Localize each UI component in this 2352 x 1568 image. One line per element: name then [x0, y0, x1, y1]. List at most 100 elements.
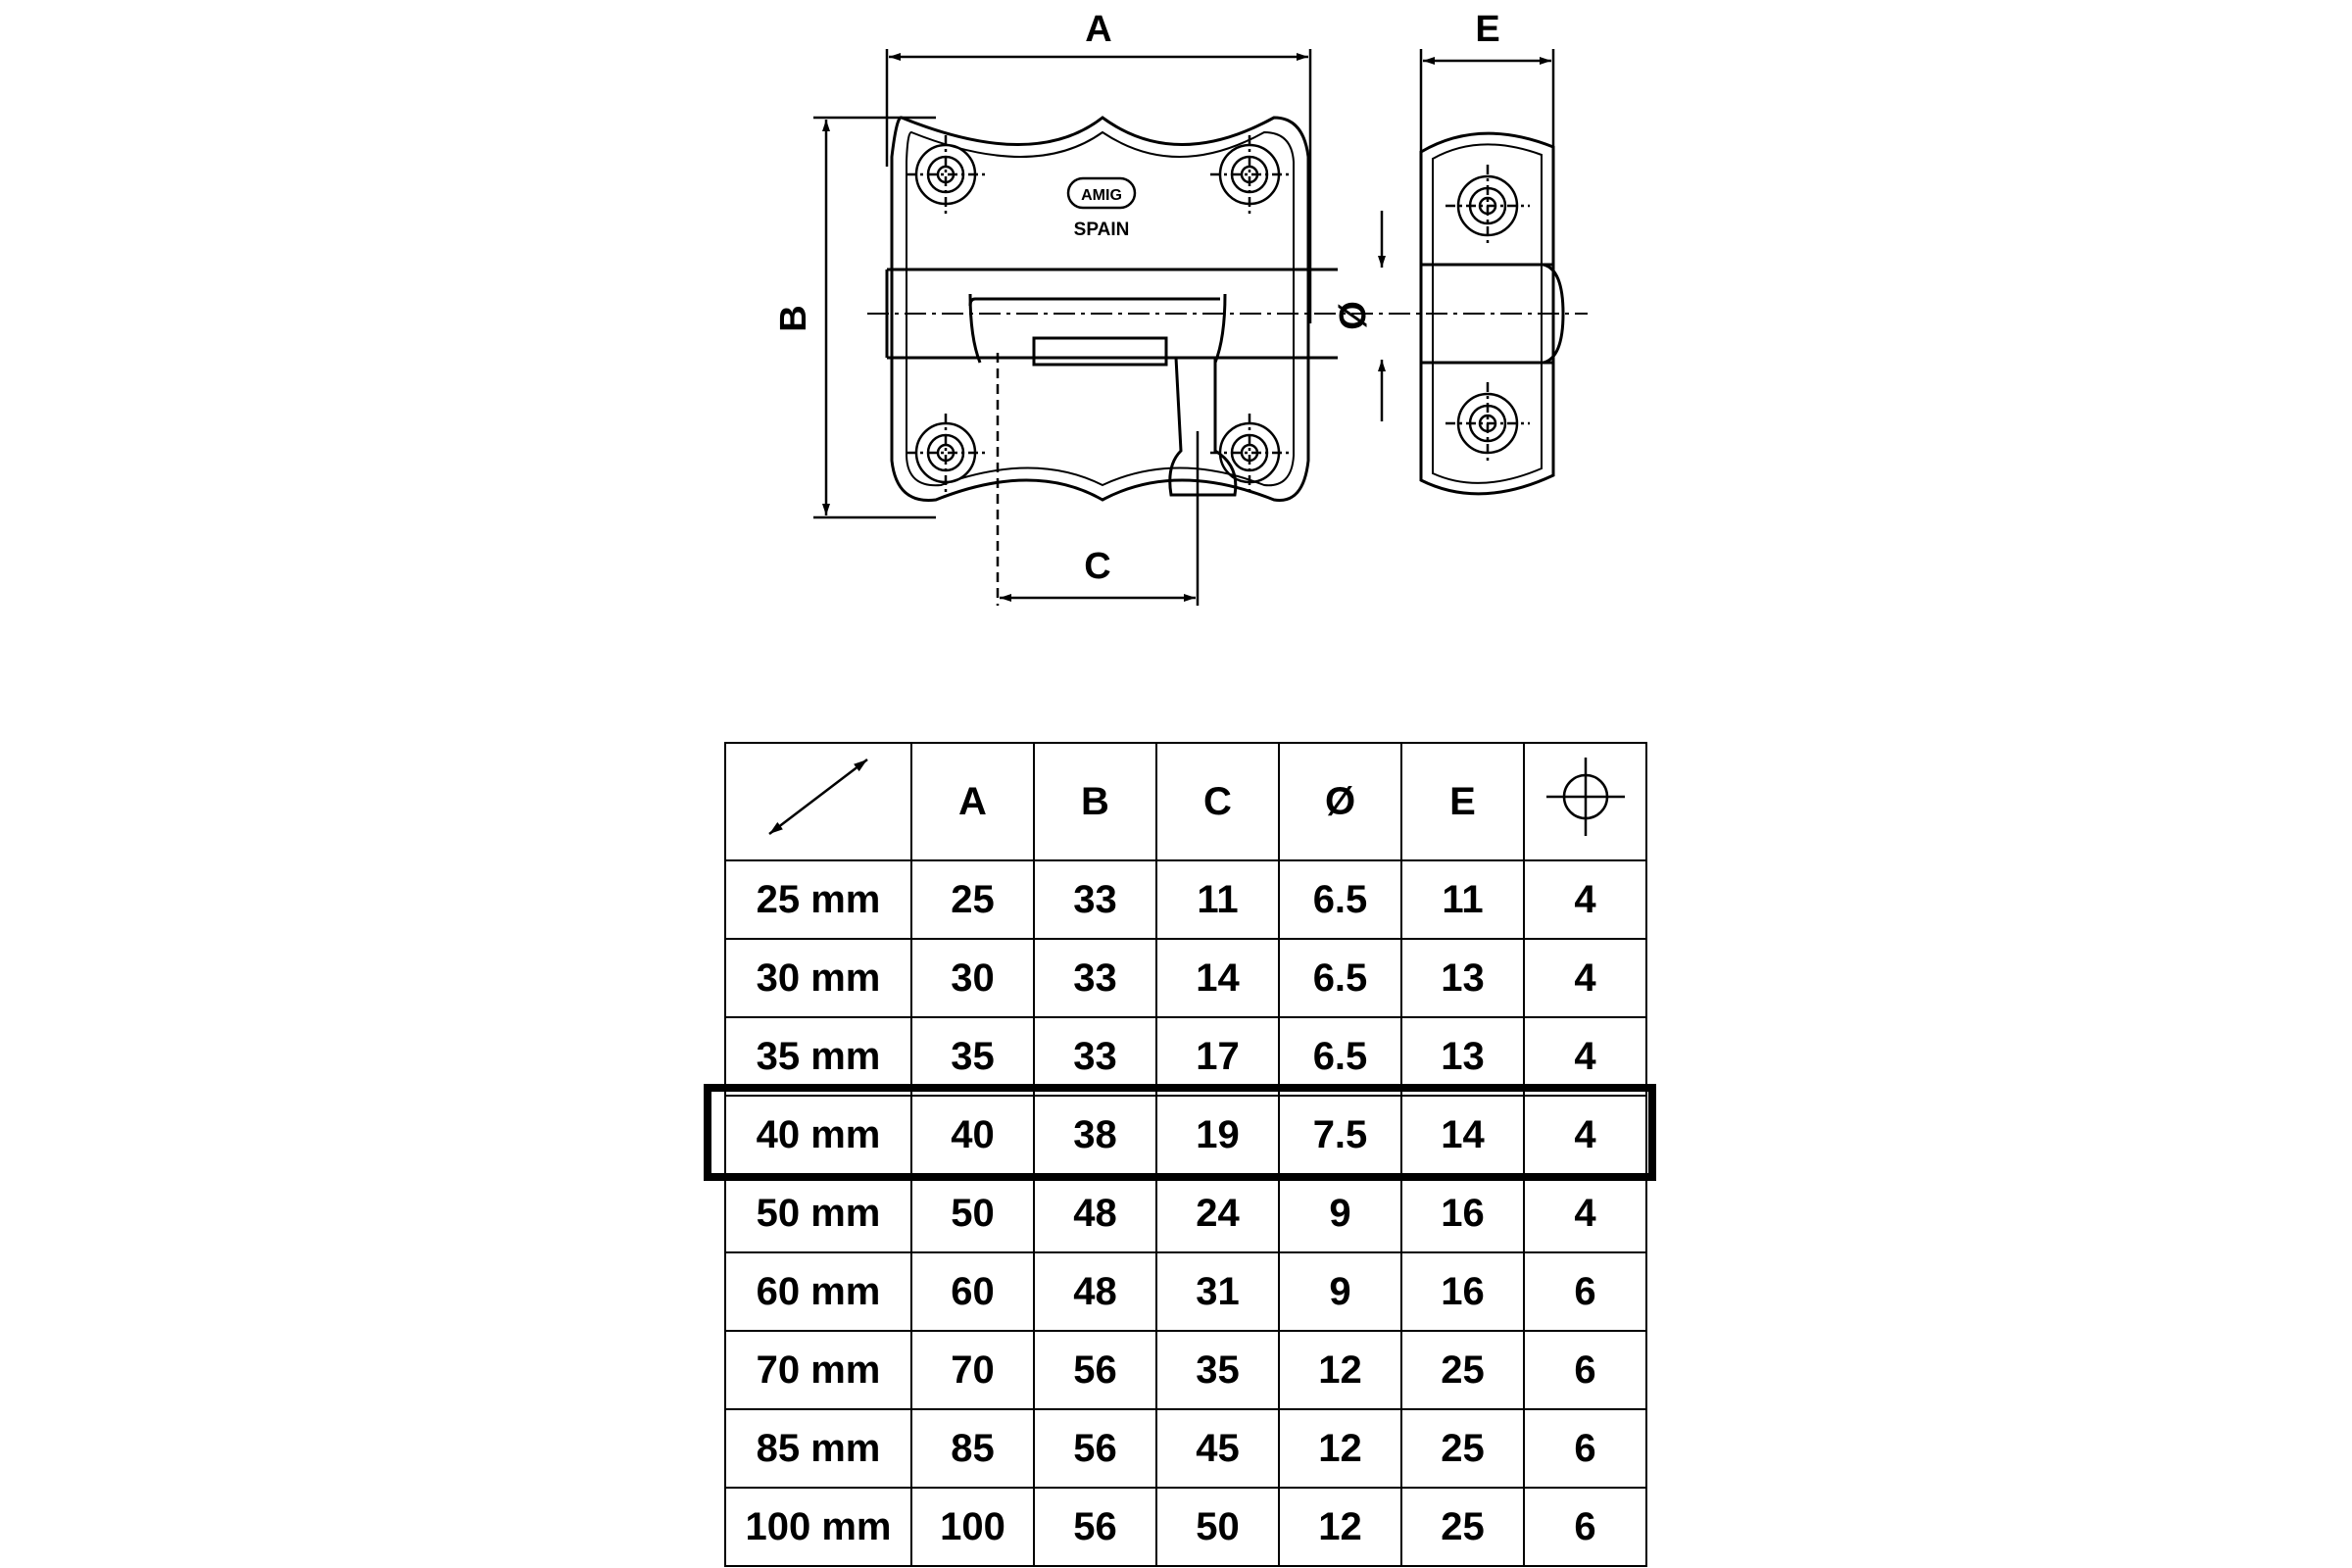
header-e: E [1400, 742, 1525, 861]
header-size-cell [724, 742, 912, 861]
highlight-box-40mm [704, 1084, 1656, 1181]
cell-size: 35 mm [724, 1016, 912, 1097]
side-view [1419, 131, 1555, 496]
cell-b: 56 [1033, 1408, 1157, 1489]
diagonal-arrow-icon [768, 759, 868, 835]
screw-hole-top-left [906, 135, 985, 214]
brand-logo: AMIG SPAIN [1066, 176, 1137, 240]
cell-a: 70 [910, 1330, 1035, 1410]
cell-a: 40 [910, 1095, 1035, 1175]
dimension-label-c: C [1084, 546, 1110, 587]
screw-hole-bottom-left [906, 414, 985, 492]
cell-a: 35 [910, 1016, 1035, 1097]
dimension-a [885, 49, 1312, 323]
cell-screws: 4 [1523, 1095, 1647, 1175]
cell-size: 40 mm [724, 1095, 912, 1175]
cell-screws: 4 [1523, 1173, 1647, 1253]
cell-d: 6.5 [1278, 859, 1402, 940]
cell-e: 25 [1400, 1408, 1525, 1489]
cell-size: 25 mm [724, 859, 912, 940]
cell-e: 16 [1400, 1173, 1525, 1253]
cell-c: 24 [1155, 1173, 1280, 1253]
cell-d: 6.5 [1278, 938, 1402, 1018]
cell-screws: 4 [1523, 938, 1647, 1018]
cell-c: 31 [1155, 1251, 1280, 1332]
cell-d: 12 [1278, 1408, 1402, 1489]
cell-e: 25 [1400, 1487, 1525, 1567]
cell-b: 33 [1033, 938, 1157, 1018]
table-header-row: A B C Ø E [724, 742, 1647, 861]
cell-a: 85 [910, 1408, 1035, 1489]
cell-c: 50 [1155, 1487, 1280, 1567]
screw-hole-bottom-right [1210, 414, 1289, 492]
cell-d: 7.5 [1278, 1095, 1402, 1175]
cell-a: 60 [910, 1251, 1035, 1332]
cell-c: 45 [1155, 1408, 1280, 1489]
header-a: A [910, 742, 1035, 861]
cell-a: 30 [910, 938, 1035, 1018]
cell-b: 33 [1033, 1016, 1157, 1097]
cell-a: 50 [910, 1173, 1035, 1253]
dimension-label-a: A [1085, 9, 1111, 50]
dimension-label-diameter: Ø [1333, 301, 1374, 330]
cell-e: 13 [1400, 938, 1525, 1018]
dimension-label-e: E [1475, 9, 1499, 50]
logo-text: SPAIN [1074, 220, 1130, 240]
cell-screws: 6 [1523, 1251, 1647, 1332]
dimension-e [1419, 49, 1555, 157]
cell-a: 25 [910, 859, 1035, 940]
cell-screws: 6 [1523, 1408, 1647, 1489]
cell-screws: 4 [1523, 859, 1647, 940]
cell-size: 50 mm [724, 1173, 912, 1253]
header-b: B [1033, 742, 1157, 861]
cell-size: 70 mm [724, 1330, 912, 1410]
cell-e: 11 [1400, 859, 1525, 940]
cell-a: 100 [910, 1487, 1035, 1567]
header-screws-cell [1523, 742, 1647, 861]
technical-drawing: AMIG SPAIN A E [773, 9, 1588, 606]
cell-e: 25 [1400, 1330, 1525, 1410]
bolt-bar [867, 263, 1588, 497]
cell-d: 6.5 [1278, 1016, 1402, 1097]
front-view [890, 116, 1310, 502]
cell-b: 56 [1033, 1330, 1157, 1410]
side-screw-hole-bottom [1446, 382, 1530, 465]
header-diameter: Ø [1278, 742, 1402, 861]
cell-screws: 6 [1523, 1487, 1647, 1567]
cell-c: 17 [1155, 1016, 1280, 1097]
brand-text: AMIG [1081, 187, 1122, 204]
cell-size: 100 mm [724, 1487, 912, 1567]
cell-c: 35 [1155, 1330, 1280, 1410]
cell-d: 9 [1278, 1173, 1402, 1253]
cell-size: 85 mm [724, 1408, 912, 1489]
dimension-b [813, 116, 936, 519]
cell-screws: 4 [1523, 1016, 1647, 1097]
side-screw-hole-top [1446, 165, 1530, 247]
dimension-label-b: B [773, 305, 814, 331]
cell-c: 14 [1155, 938, 1280, 1018]
cell-c: 11 [1155, 859, 1280, 940]
cell-d: 12 [1278, 1487, 1402, 1567]
cell-b: 48 [1033, 1173, 1157, 1253]
cell-e: 13 [1400, 1016, 1525, 1097]
cell-d: 12 [1278, 1330, 1402, 1410]
cell-size: 60 mm [724, 1251, 912, 1332]
cell-d: 9 [1278, 1251, 1402, 1332]
cell-e: 16 [1400, 1251, 1525, 1332]
cell-b: 33 [1033, 859, 1157, 940]
cell-size: 30 mm [724, 938, 912, 1018]
header-c: C [1155, 742, 1280, 861]
dimension-c [996, 353, 1200, 606]
cell-screws: 6 [1523, 1330, 1647, 1410]
cell-b: 56 [1033, 1487, 1157, 1567]
screw-hole-top-right [1210, 135, 1289, 214]
